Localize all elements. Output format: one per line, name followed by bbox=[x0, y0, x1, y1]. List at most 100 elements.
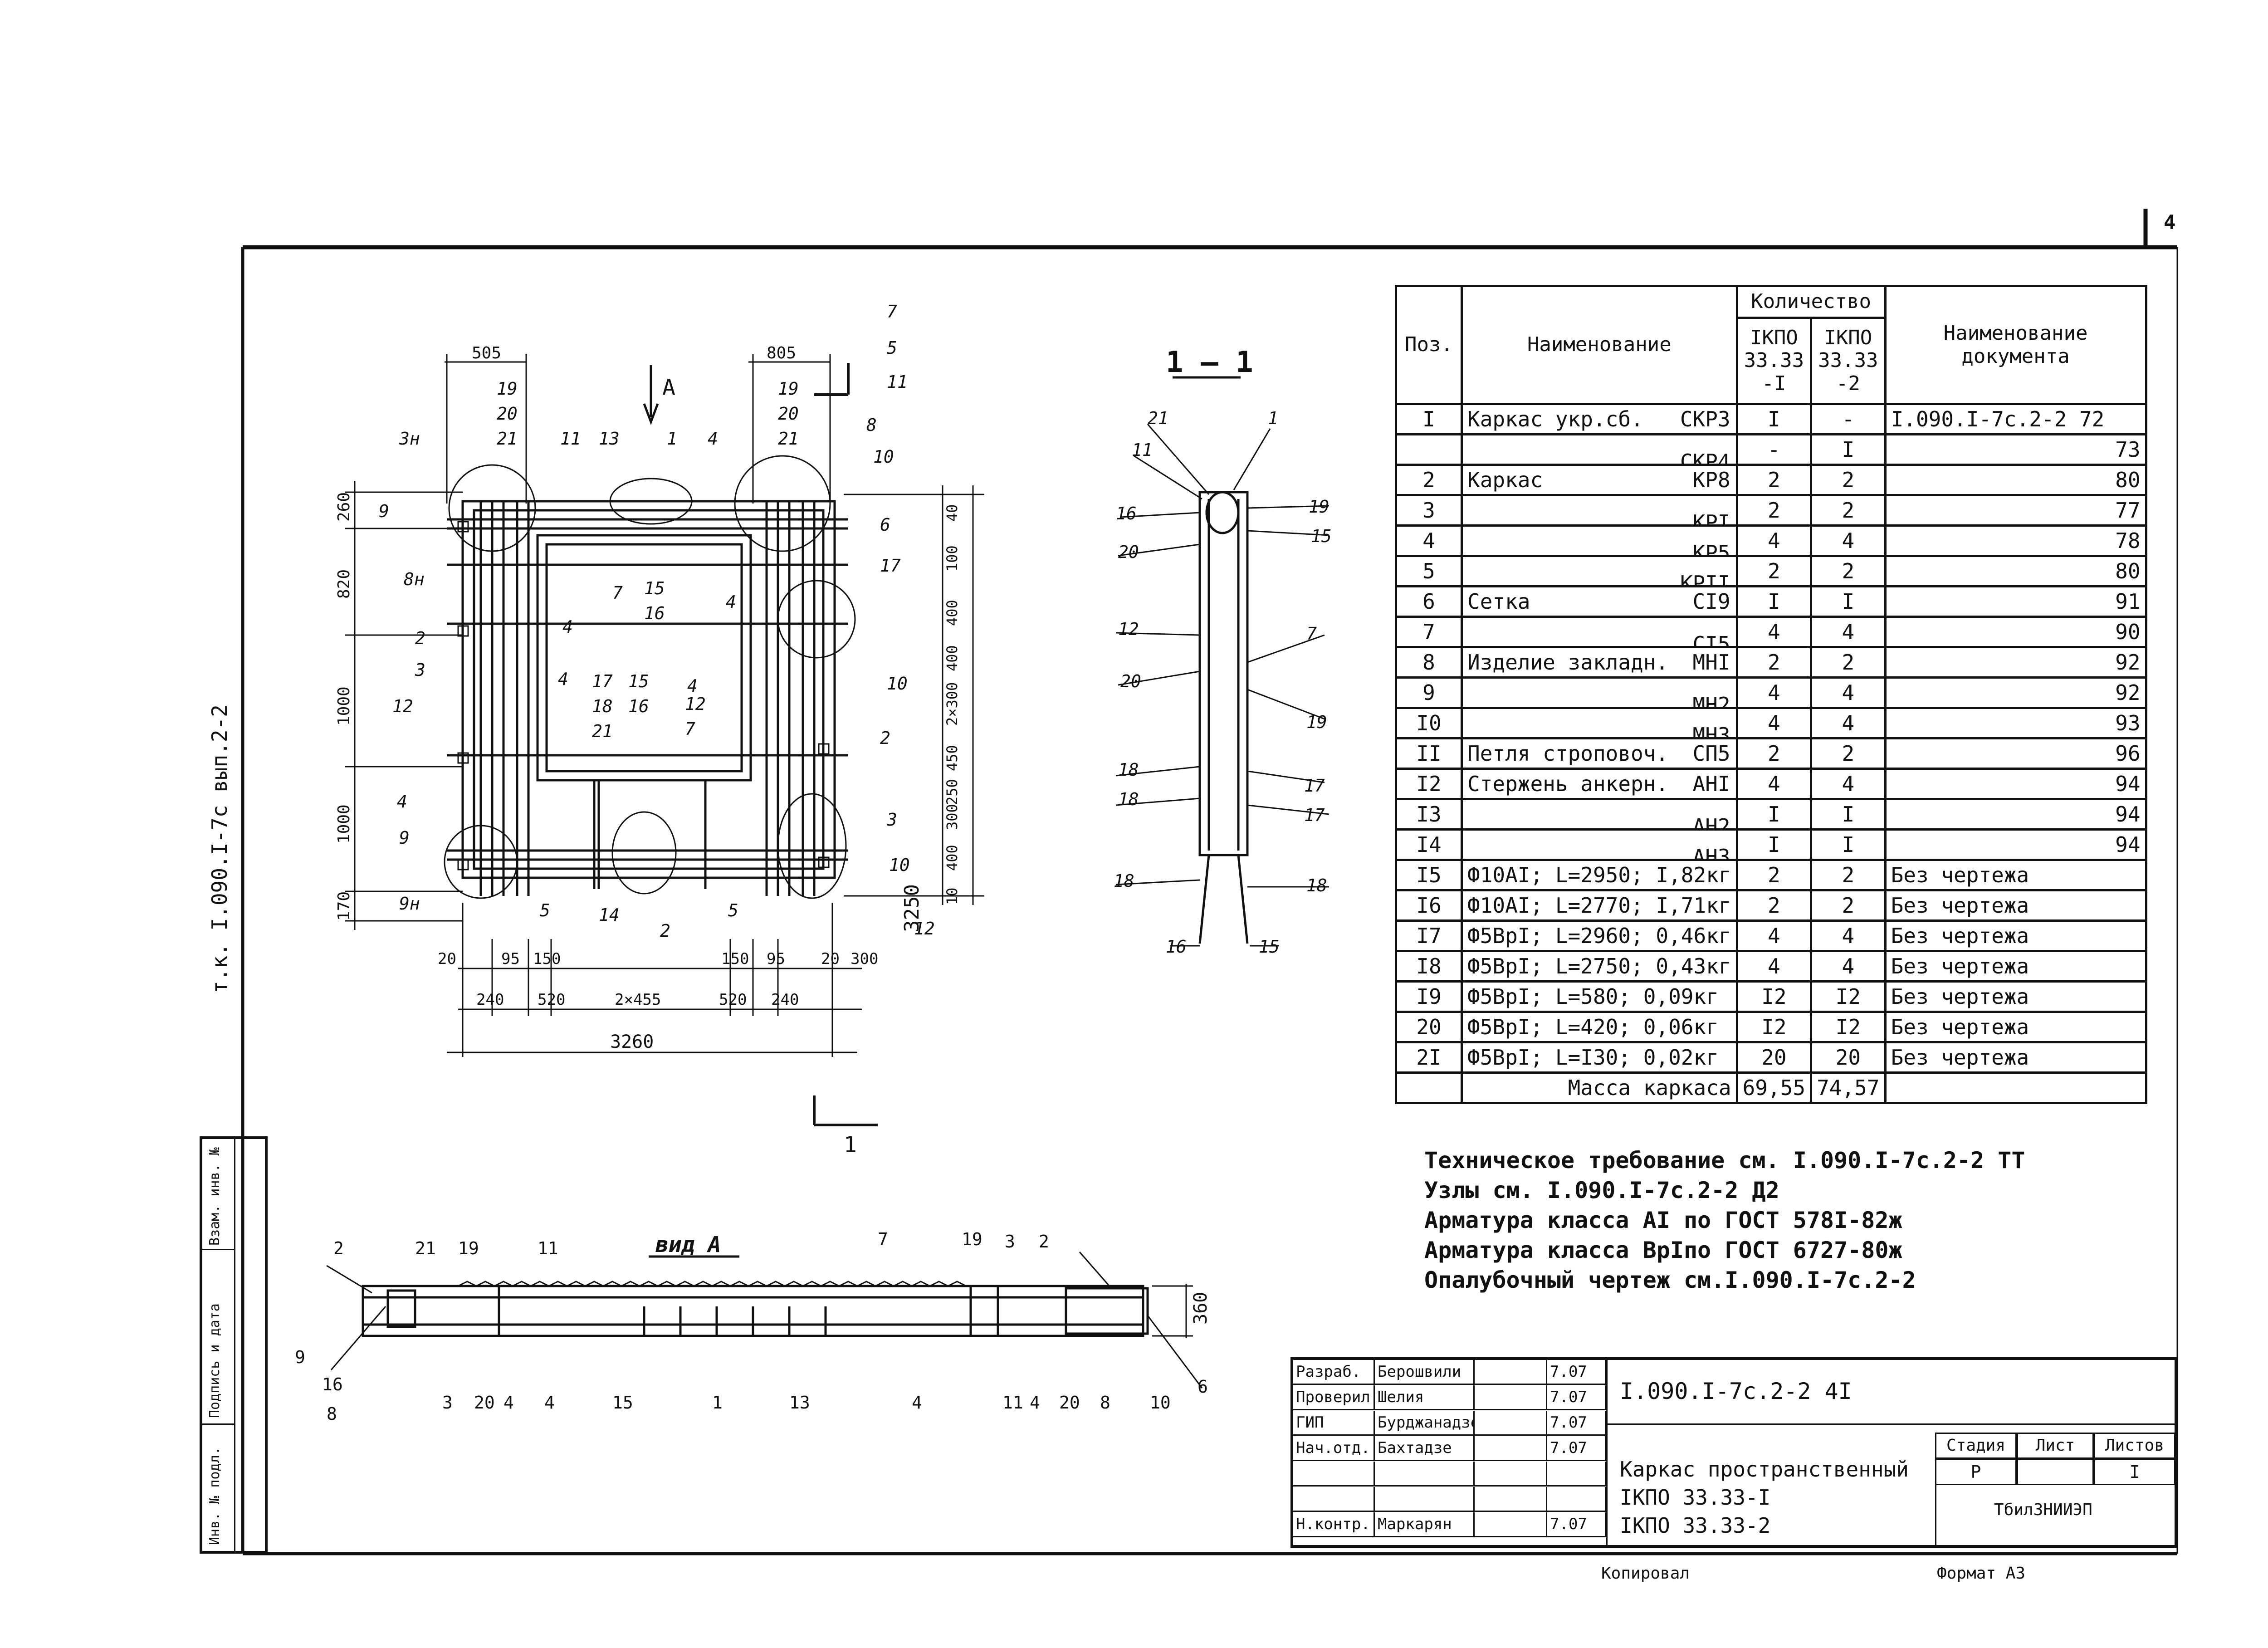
technical-notes: Техническое требование см. I.090.I-7с.2-… bbox=[1424, 1145, 2025, 1295]
view-a-callout: 21 bbox=[415, 1238, 436, 1258]
cell-pos: 5 bbox=[1395, 555, 1463, 587]
section-callout: 18 bbox=[1114, 871, 1134, 891]
dim-bottom: 240 bbox=[476, 991, 504, 1009]
cell-qty2: - bbox=[1810, 403, 1887, 435]
view-a bbox=[326, 1252, 1203, 1389]
dim-right: 100 bbox=[943, 545, 961, 572]
plan-dimension-lines bbox=[345, 354, 984, 1126]
mass-label: Масса каркаса bbox=[1461, 1071, 1738, 1104]
cell-mark: КРII bbox=[1680, 571, 1730, 587]
cell-doc: 92 bbox=[1884, 646, 2147, 679]
document-code: I.090.I-7с.2-2 4I bbox=[1620, 1378, 1852, 1404]
section-callout: 19 bbox=[1309, 497, 1330, 517]
dim-right: 450 bbox=[943, 745, 961, 771]
title-block-sign bbox=[1475, 1411, 1547, 1434]
title-line: IКПО 33.33-2 bbox=[1620, 1513, 1771, 1538]
cell-name-text: Петля строповоч. bbox=[1467, 741, 1669, 766]
title-block-sign bbox=[1475, 1487, 1547, 1511]
plan-callout: 16 bbox=[628, 696, 649, 716]
cell-doc: I.090.I-7с.2-2 72 bbox=[1884, 403, 2147, 435]
title-block-role: ГИП bbox=[1293, 1411, 1375, 1434]
section-callout: 7 bbox=[1306, 624, 1317, 644]
cell-qty1: 4 bbox=[1735, 768, 1813, 800]
header-name: Наименование bbox=[1461, 285, 1738, 405]
title-block-date: 7.07 bbox=[1547, 1411, 1606, 1434]
section-callout: 16 bbox=[1116, 504, 1137, 523]
plan-callout: 10 bbox=[889, 855, 910, 875]
view-a-callout: 10 bbox=[1150, 1393, 1171, 1413]
cell-doc: 94 bbox=[1884, 768, 2147, 800]
plan-callout: 18 bbox=[592, 696, 613, 716]
header-doc: Наименование документа bbox=[1884, 285, 2147, 405]
view-a-callout: 20 bbox=[474, 1393, 495, 1413]
plan-callout: 9н bbox=[399, 894, 420, 914]
section-callout: 21 bbox=[1148, 408, 1168, 428]
dim-left: 1000 bbox=[335, 686, 353, 726]
note-line: Арматура класса АI по ГОСТ 578I-82ж bbox=[1424, 1207, 1902, 1233]
cell-name: Петля строповоч.СП5 bbox=[1461, 737, 1738, 770]
title-block-date bbox=[1547, 1462, 1606, 1485]
cell-empty bbox=[1884, 1071, 2147, 1104]
view-a-callout: 4 bbox=[912, 1393, 922, 1413]
cell-qty1: I bbox=[1735, 798, 1813, 831]
title-block-role: Н.контр. bbox=[1293, 1512, 1375, 1536]
cell-doc: Без чертежа bbox=[1884, 889, 2147, 922]
cell-mark: СКР4 bbox=[1680, 450, 1730, 465]
cell-pos: 3 bbox=[1395, 494, 1463, 527]
sheet-label: Лист bbox=[2017, 1433, 2094, 1459]
plan-callout: 21 bbox=[778, 429, 799, 449]
view-a-callout: 4 bbox=[544, 1393, 555, 1413]
sheets-value: I bbox=[2094, 1459, 2175, 1485]
bottom-cut-label: 1 bbox=[844, 1132, 857, 1158]
cell-empty bbox=[1395, 1071, 1463, 1104]
sheets-label: Листов bbox=[2094, 1433, 2175, 1459]
cell-pos: I0 bbox=[1395, 707, 1463, 739]
view-a-callout: 16 bbox=[322, 1374, 343, 1394]
section-callout: 15 bbox=[1259, 937, 1280, 957]
cell-qty2: I bbox=[1810, 585, 1887, 618]
cell-pos: I5 bbox=[1395, 859, 1463, 891]
view-a-callout: 6 bbox=[1198, 1377, 1208, 1397]
plan-view bbox=[444, 455, 856, 899]
view-a-callout: 15 bbox=[612, 1393, 633, 1413]
cell-mark: СКР3 bbox=[1680, 407, 1730, 431]
cell-name: МН2 bbox=[1461, 676, 1738, 709]
plan-callout: 4 bbox=[708, 429, 718, 449]
dim-bottom: 520 bbox=[538, 991, 565, 1009]
dim-right: 400 bbox=[943, 600, 961, 626]
plan-callout: 10 bbox=[887, 674, 908, 694]
plan-callout: 2 bbox=[415, 628, 425, 648]
cell-doc: 91 bbox=[1884, 585, 2147, 618]
view-a-callout: 20 bbox=[1059, 1393, 1080, 1413]
plan-callout: 9 bbox=[379, 501, 389, 521]
cell-qty2: 4 bbox=[1810, 768, 1887, 800]
plan-callout: 21 bbox=[592, 721, 613, 741]
dim-left: 1000 bbox=[335, 804, 353, 844]
stage-value: Р bbox=[1935, 1459, 2017, 1485]
cell-qty1: 2 bbox=[1735, 555, 1813, 587]
view-a-callout: 3 bbox=[442, 1393, 453, 1413]
cell-qty2: 2 bbox=[1810, 646, 1887, 679]
view-a-callout: 11 bbox=[538, 1238, 558, 1258]
title-block-name: Бахтадзе bbox=[1375, 1436, 1475, 1460]
title-block-name: Берошвили bbox=[1375, 1360, 1475, 1384]
cell-pos: I7 bbox=[1395, 919, 1463, 952]
view-a-callout: 1 bbox=[712, 1393, 723, 1413]
plan-callout: 6 bbox=[880, 515, 890, 535]
cell-mark: МН3 bbox=[1692, 723, 1730, 738]
note-line: Техническое требование см. I.090.I-7с.2-… bbox=[1424, 1147, 2025, 1174]
title-block-role: Проверил bbox=[1293, 1385, 1375, 1409]
plan-callout: 4 bbox=[558, 669, 568, 689]
section-callout: 18 bbox=[1118, 789, 1139, 809]
cell-name: СКР4 bbox=[1461, 433, 1738, 466]
dim-right: 10 bbox=[943, 887, 961, 905]
section-callout: 1 bbox=[1268, 408, 1278, 428]
cell-qty1: 4 bbox=[1735, 524, 1813, 557]
cell-doc: Без чертежа bbox=[1884, 1041, 2147, 1074]
